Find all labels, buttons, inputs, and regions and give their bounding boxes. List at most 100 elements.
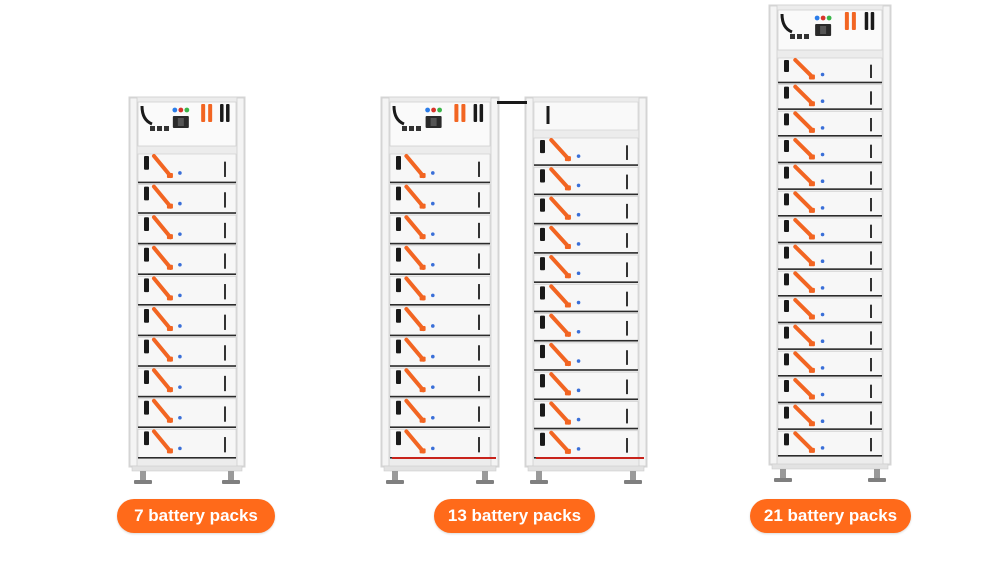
module-face bbox=[137, 153, 237, 183]
terminal-black bbox=[784, 166, 789, 179]
terminal-black bbox=[144, 309, 149, 323]
module-face bbox=[137, 367, 237, 398]
battery-module bbox=[777, 324, 883, 350]
jumper-plug-orange bbox=[564, 361, 571, 367]
module-face bbox=[777, 324, 883, 350]
leveling-foot-icon bbox=[134, 471, 152, 484]
jumper-plug-orange bbox=[419, 387, 426, 393]
battery-module bbox=[389, 184, 491, 214]
module-face bbox=[533, 313, 639, 342]
terminal-black bbox=[784, 60, 789, 72]
module-handle bbox=[224, 284, 226, 300]
jumper-cable-orange bbox=[404, 154, 426, 179]
rack-post-left bbox=[769, 5, 778, 465]
status-led-icon bbox=[814, 15, 820, 21]
comm-port bbox=[790, 34, 795, 39]
leveling-foot-icon bbox=[624, 471, 642, 484]
module-rail bbox=[534, 222, 638, 225]
terminal-black bbox=[144, 156, 149, 170]
jumper-cable-orange bbox=[549, 372, 571, 396]
jumper-plug-orange bbox=[419, 356, 426, 362]
module-rail bbox=[138, 334, 236, 337]
module-rail bbox=[138, 181, 236, 184]
battery-module bbox=[137, 276, 237, 306]
jumper-plug-orange bbox=[419, 264, 426, 270]
module-handle bbox=[870, 171, 872, 185]
module-handle bbox=[870, 304, 872, 318]
module-handle bbox=[478, 375, 480, 392]
jumper-plug-orange bbox=[808, 421, 815, 427]
power-connector-black bbox=[220, 104, 224, 122]
status-led-icon bbox=[184, 107, 190, 113]
terminal-black bbox=[144, 339, 149, 354]
battery-module bbox=[533, 284, 639, 313]
foot-stem bbox=[630, 471, 636, 480]
rack-post-left bbox=[129, 97, 138, 467]
module-face bbox=[777, 297, 883, 324]
brand-logo-icon bbox=[178, 171, 182, 175]
terminal-black bbox=[396, 339, 401, 354]
brand-logo-icon bbox=[178, 415, 182, 420]
jumper-cable-orange bbox=[549, 313, 571, 337]
brand-logo-icon bbox=[820, 126, 825, 130]
module-face bbox=[389, 306, 491, 336]
jumper-plug-orange bbox=[808, 394, 815, 400]
module-rail bbox=[534, 369, 638, 371]
battery-module bbox=[533, 166, 639, 196]
foot-pad bbox=[222, 480, 240, 484]
jumper-cable-orange bbox=[793, 404, 815, 426]
controller-box bbox=[777, 9, 883, 51]
jumper-cable-orange bbox=[151, 337, 173, 362]
module-face bbox=[777, 84, 883, 110]
module-face bbox=[533, 254, 639, 283]
leveling-foot-icon bbox=[530, 471, 548, 484]
rack-base bbox=[527, 465, 645, 472]
module-handle bbox=[626, 320, 628, 336]
jumper-cable-orange bbox=[793, 431, 815, 453]
brand-logo-icon bbox=[178, 446, 182, 451]
module-rail bbox=[390, 242, 490, 245]
module-rail bbox=[778, 108, 882, 110]
jumper-cable-orange bbox=[793, 164, 815, 186]
battery-module bbox=[777, 137, 883, 164]
module-handle bbox=[870, 358, 872, 372]
jumper-cable-orange bbox=[404, 368, 426, 393]
module-rail bbox=[534, 252, 638, 254]
terminal-black bbox=[540, 227, 545, 241]
power-connector-black bbox=[473, 104, 478, 122]
jumper-cable-orange bbox=[151, 368, 173, 393]
rack-post-right bbox=[638, 97, 647, 467]
module-face bbox=[137, 276, 237, 306]
jumper-cable-orange bbox=[793, 298, 815, 320]
module-face bbox=[137, 184, 237, 214]
battery-module bbox=[533, 137, 639, 166]
battery-module bbox=[777, 190, 883, 217]
jumper-cable-orange bbox=[404, 215, 426, 240]
power-connector-black bbox=[864, 12, 869, 30]
terminal-black bbox=[144, 370, 149, 384]
module-face bbox=[137, 429, 237, 459]
breaker-lever bbox=[177, 118, 184, 126]
module-face bbox=[533, 342, 639, 371]
jumper-cable-orange bbox=[793, 244, 815, 266]
jumper-cable-orange bbox=[404, 337, 426, 362]
brand-logo-icon bbox=[820, 259, 825, 263]
brand-logo-icon bbox=[178, 201, 182, 206]
module-face bbox=[389, 367, 491, 398]
module-face bbox=[777, 57, 883, 84]
terminal-black bbox=[540, 140, 545, 154]
module-handle bbox=[478, 253, 480, 269]
rack-post-left bbox=[525, 97, 534, 467]
module-rail bbox=[534, 427, 638, 430]
module-face bbox=[533, 225, 639, 254]
controller-box bbox=[389, 101, 491, 147]
jumper-plug-orange bbox=[564, 214, 571, 220]
power-connector-orange bbox=[201, 104, 206, 122]
battery-rack-13-b bbox=[524, 96, 648, 488]
module-handle bbox=[478, 192, 480, 208]
battery-module bbox=[137, 184, 237, 214]
terminal-black bbox=[396, 156, 401, 170]
module-rail bbox=[778, 81, 882, 84]
module-handle bbox=[626, 233, 628, 248]
jumper-cable-orange bbox=[549, 342, 571, 366]
